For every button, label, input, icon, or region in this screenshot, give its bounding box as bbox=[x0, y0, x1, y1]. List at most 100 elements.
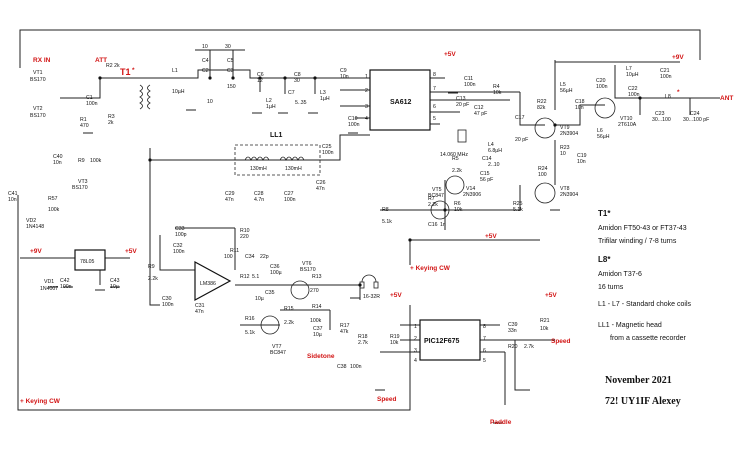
svg-text:C24: C24 bbox=[690, 111, 700, 117]
svg-text:150: 150 bbox=[227, 84, 236, 90]
svg-text:10k: 10k bbox=[540, 326, 549, 332]
vt5-symbol bbox=[430, 200, 450, 220]
svg-text:100n: 100n bbox=[348, 122, 360, 128]
svg-text:100: 100 bbox=[224, 254, 233, 260]
svg-text:L8*: L8* bbox=[598, 255, 611, 264]
plus5v-label-sa612: +5V bbox=[444, 51, 456, 58]
svg-text:10n: 10n bbox=[575, 105, 584, 111]
svg-text:10µH: 10µH bbox=[626, 72, 639, 78]
ground-symbols bbox=[48, 92, 560, 424]
svg-text:VT8: VT8 bbox=[560, 186, 570, 192]
svg-text:1N4007: 1N4007 bbox=[40, 286, 58, 292]
svg-text:14.060 MHz: 14.060 MHz bbox=[440, 152, 468, 158]
svg-text:C17: C17 bbox=[515, 115, 525, 121]
svg-text:5..35: 5..35 bbox=[295, 100, 307, 106]
svg-text:L1: L1 bbox=[172, 68, 178, 74]
paddle-label: Paddle bbox=[490, 419, 512, 426]
svg-text:100k: 100k bbox=[310, 318, 322, 324]
svg-text:C1: C1 bbox=[86, 95, 93, 101]
svg-text:6.8µH: 6.8µH bbox=[488, 148, 502, 154]
svg-text:100n: 100n bbox=[173, 249, 185, 255]
svg-text:6: 6 bbox=[433, 104, 436, 110]
svg-text:R19: R19 bbox=[390, 334, 400, 340]
vt6-symbol bbox=[290, 280, 310, 300]
svg-text:R15: R15 bbox=[284, 306, 294, 312]
svg-text:2: 2 bbox=[365, 88, 368, 94]
svg-text:R22: R22 bbox=[537, 99, 547, 105]
svg-text:R12: R12 bbox=[240, 274, 250, 280]
svg-text:C11: C11 bbox=[464, 76, 473, 82]
svg-text:LL1: LL1 bbox=[270, 132, 283, 139]
ic-sa612: SA612 12 34 87 65 bbox=[365, 69, 436, 131]
svg-text:100p: 100p bbox=[175, 232, 187, 238]
keying-cw-label-bottom: + Keying CW bbox=[20, 398, 61, 405]
svg-text:L5: L5 bbox=[560, 82, 566, 88]
svg-text:VT3: VT3 bbox=[78, 179, 88, 185]
plus5v-label-mid: +5V bbox=[485, 233, 497, 240]
svg-text:BS170: BS170 bbox=[72, 185, 88, 191]
svg-text:22p: 22p bbox=[260, 254, 269, 260]
svg-text:130mH: 130mH bbox=[250, 166, 267, 172]
svg-text:R24: R24 bbox=[538, 166, 548, 172]
svg-text:R13: R13 bbox=[312, 274, 322, 280]
svg-text:30: 30 bbox=[225, 44, 231, 50]
svg-text:470: 470 bbox=[80, 123, 89, 129]
svg-text:100: 100 bbox=[538, 172, 547, 178]
svg-text:VT1: VT1 bbox=[33, 70, 43, 76]
svg-text:from a cassette recorder: from a cassette recorder bbox=[610, 335, 687, 342]
svg-text:30...100 pF: 30...100 pF bbox=[683, 117, 709, 123]
svg-text:10k: 10k bbox=[454, 207, 463, 213]
svg-text:Amidon FT50-43 or FT37-43: Amidon FT50-43 or FT37-43 bbox=[598, 225, 687, 232]
date-label: November 2021 bbox=[605, 375, 672, 386]
svg-text:C3: C3 bbox=[227, 68, 234, 74]
svg-text:C25: C25 bbox=[322, 144, 332, 150]
svg-text:C12: C12 bbox=[474, 105, 484, 111]
sidetone-label: Sidetone bbox=[307, 353, 335, 360]
svg-text:C41: C41 bbox=[8, 191, 18, 197]
svg-text:R9: R9 bbox=[148, 264, 155, 270]
svg-text:VD1: VD1 bbox=[44, 279, 54, 285]
ll1-magnetic-head: LL1 130mH 130mH bbox=[234, 132, 321, 176]
svg-text:4: 4 bbox=[365, 116, 368, 122]
svg-text:2T610A: 2T610A bbox=[618, 122, 637, 128]
svg-text:VT9: VT9 bbox=[560, 125, 570, 131]
svg-text:100n: 100n bbox=[464, 82, 476, 88]
svg-text:100n: 100n bbox=[284, 197, 296, 203]
ic-lm386: LM386 bbox=[194, 260, 232, 302]
svg-text:2.2k: 2.2k bbox=[284, 320, 294, 326]
svg-text:C13: C13 bbox=[456, 96, 466, 102]
svg-text:1: 1 bbox=[365, 74, 368, 80]
speed-label-bottom: Speed bbox=[377, 396, 397, 403]
svg-text:100k: 100k bbox=[90, 158, 102, 164]
svg-text:L2: L2 bbox=[266, 98, 272, 104]
svg-text:C39: C39 bbox=[508, 322, 518, 328]
svg-text:VT7: VT7 bbox=[272, 344, 282, 350]
svg-text:C20: C20 bbox=[596, 78, 606, 84]
svg-text:R25: R25 bbox=[513, 201, 523, 207]
svg-text:C16: C16 bbox=[428, 222, 438, 228]
svg-text:C36: C36 bbox=[270, 264, 280, 270]
plus5v-label-speed: +5V bbox=[545, 292, 557, 299]
svg-text:R11: R11 bbox=[230, 248, 239, 254]
svg-text:L6: L6 bbox=[597, 128, 603, 134]
speed-label-right: Speed bbox=[551, 338, 571, 345]
svg-text:100n: 100n bbox=[60, 284, 72, 290]
svg-text:R3: R3 bbox=[108, 114, 115, 120]
svg-text:C29: C29 bbox=[225, 191, 235, 197]
author-label: 72! UY1IF Alexey bbox=[605, 396, 681, 407]
svg-text:BS170: BS170 bbox=[300, 267, 316, 273]
svg-text:PIC12F675: PIC12F675 bbox=[424, 338, 460, 345]
svg-text:5: 5 bbox=[433, 116, 436, 122]
svg-text:5.1k: 5.1k bbox=[382, 219, 392, 225]
svg-text:100n: 100n bbox=[86, 101, 98, 107]
svg-text:100n: 100n bbox=[322, 150, 334, 156]
svg-text:VT5: VT5 bbox=[432, 187, 442, 193]
ic-pic12f675: PIC12F675 12 34 87 65 bbox=[414, 319, 486, 364]
svg-text:56µH: 56µH bbox=[597, 134, 610, 140]
rx-in-label: RX IN bbox=[33, 57, 51, 64]
svg-text:LL1 - Magnetic head: LL1 - Magnetic head bbox=[598, 322, 662, 329]
svg-text:C18: C18 bbox=[575, 99, 585, 105]
svg-text:C19: C19 bbox=[577, 153, 587, 159]
plus5v-label-pic: +5V bbox=[390, 292, 402, 299]
plus9v-label-out: +9V bbox=[672, 54, 684, 61]
